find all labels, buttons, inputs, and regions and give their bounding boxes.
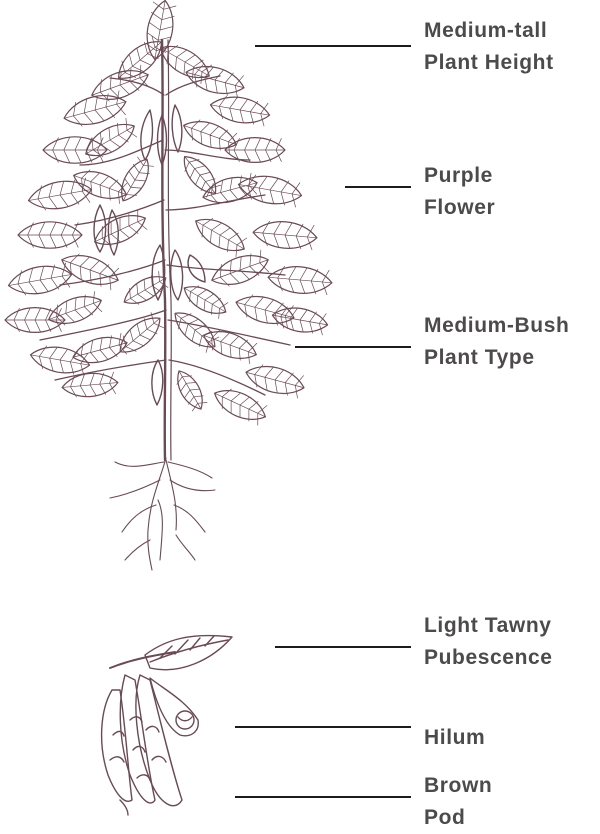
leaf-vein — [120, 270, 171, 310]
label-flower: Purple Flower — [424, 160, 600, 224]
leader-line-plant-height — [255, 45, 411, 47]
label-hilum: Hilum — [424, 722, 600, 754]
soybean-pod-cluster-illustration — [102, 636, 232, 815]
leaf-vein — [252, 220, 318, 250]
label-plant-height-line1: Medium-tall — [424, 15, 600, 47]
label-plant-type-line2: Plant Type — [424, 342, 600, 374]
leaf-vein — [43, 138, 107, 163]
label-pubescence-line2: Pubescence — [424, 642, 600, 674]
label-pod-line2: Pod — [424, 802, 600, 834]
leader-line-flower — [345, 186, 411, 188]
leaf-vein — [61, 372, 119, 398]
leaf-vein — [155, 39, 214, 86]
label-pubescence: Light Tawny Pubescence — [424, 610, 600, 674]
leader-line-pubescence — [275, 646, 411, 648]
label-pod-line1: Brown — [424, 770, 600, 802]
leaf-vein — [172, 367, 209, 414]
leaf-vein — [271, 305, 330, 336]
leaf-vein — [6, 262, 73, 297]
label-flower-line1: Purple — [424, 160, 600, 192]
leaf-vein — [18, 223, 82, 248]
leaf-vein — [115, 155, 155, 206]
leaf-vein — [5, 308, 65, 331]
label-pubescence-line1: Light Tawny — [424, 610, 600, 642]
leader-line-plant-type — [295, 346, 411, 348]
leaf-vein — [267, 265, 333, 295]
leaf-vein — [26, 177, 93, 212]
label-flower-line2: Flower — [424, 192, 600, 224]
label-plant-height: Medium-tall Plant Height — [424, 15, 600, 79]
leader-line-pod — [235, 796, 411, 798]
leaf-vein — [225, 138, 285, 161]
label-hilum-line1: Hilum — [424, 722, 600, 754]
label-plant-type: Medium-Bush Plant Type — [424, 310, 600, 374]
leader-line-hilum — [235, 726, 411, 728]
leaf-vein — [208, 93, 271, 126]
label-plant-height-line2: Plant Height — [424, 47, 600, 79]
leaf-vein — [190, 212, 249, 259]
soybean-plant-illustration — [5, 0, 333, 570]
label-plant-type-line1: Medium-Bush — [424, 310, 600, 342]
label-pod: Brown Pod — [424, 770, 600, 834]
leaf-vein — [210, 383, 270, 426]
